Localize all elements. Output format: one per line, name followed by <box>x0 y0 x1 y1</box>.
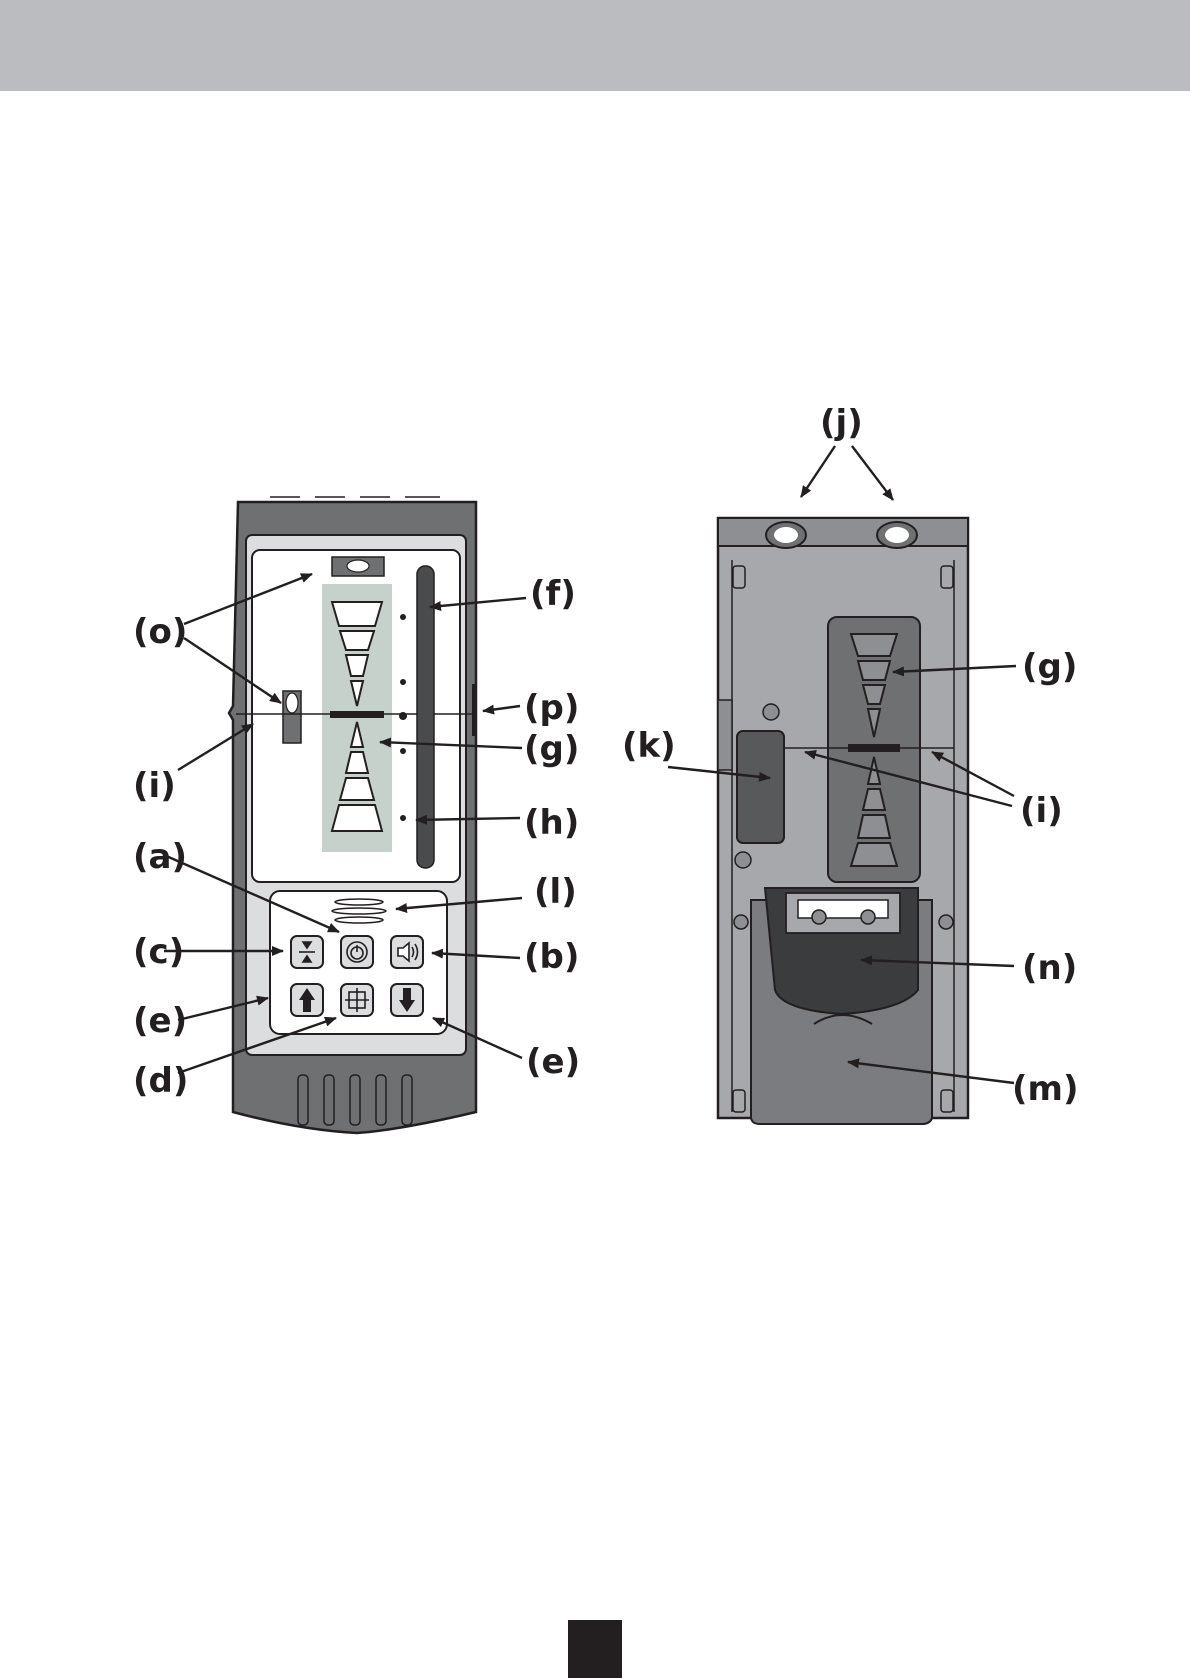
callout-h: (h) <box>524 803 579 843</box>
callout-m: (m) <box>1012 1069 1079 1109</box>
callout-o: (o) <box>133 612 187 652</box>
power-button[interactable] <box>341 936 373 968</box>
side-marker <box>472 684 477 736</box>
page-number-marker <box>568 1620 622 1678</box>
callout-g-front: (g) <box>524 729 579 769</box>
callout-e-right: (e) <box>526 1042 580 1082</box>
receiver-window <box>417 566 434 868</box>
callout-i-back: (i) <box>1020 791 1063 831</box>
crosshair-icon <box>345 988 369 1012</box>
callout-c: (c) <box>133 932 184 972</box>
callout-k: (k) <box>622 726 676 766</box>
callout-j: (j) <box>820 403 863 443</box>
callout-n: (n) <box>1022 948 1077 988</box>
crosshair-button[interactable] <box>341 984 373 1016</box>
callout-g-back: (g) <box>1022 647 1077 687</box>
level-vial-side <box>283 691 301 743</box>
latch-hinge <box>786 893 900 933</box>
move-down-button[interactable] <box>391 984 423 1016</box>
level-vial-top <box>332 557 384 576</box>
back-top-cap <box>718 518 968 546</box>
callout-e-left: (e) <box>133 1001 187 1041</box>
callout-d: (d) <box>133 1061 188 1101</box>
callout-p: (p) <box>524 688 579 728</box>
callout-i-front: (i) <box>133 766 176 806</box>
mounting-slot <box>737 731 784 843</box>
side-clip <box>718 700 732 770</box>
callout-b: (b) <box>524 937 579 977</box>
beam-width-button[interactable] <box>291 936 323 968</box>
back-receiver <box>718 518 968 1124</box>
callout-a: (a) <box>133 837 187 877</box>
sound-button[interactable] <box>391 936 423 968</box>
move-up-button[interactable] <box>291 984 323 1016</box>
callout-l: (l) <box>534 872 577 912</box>
callout-f: (f) <box>530 574 576 614</box>
